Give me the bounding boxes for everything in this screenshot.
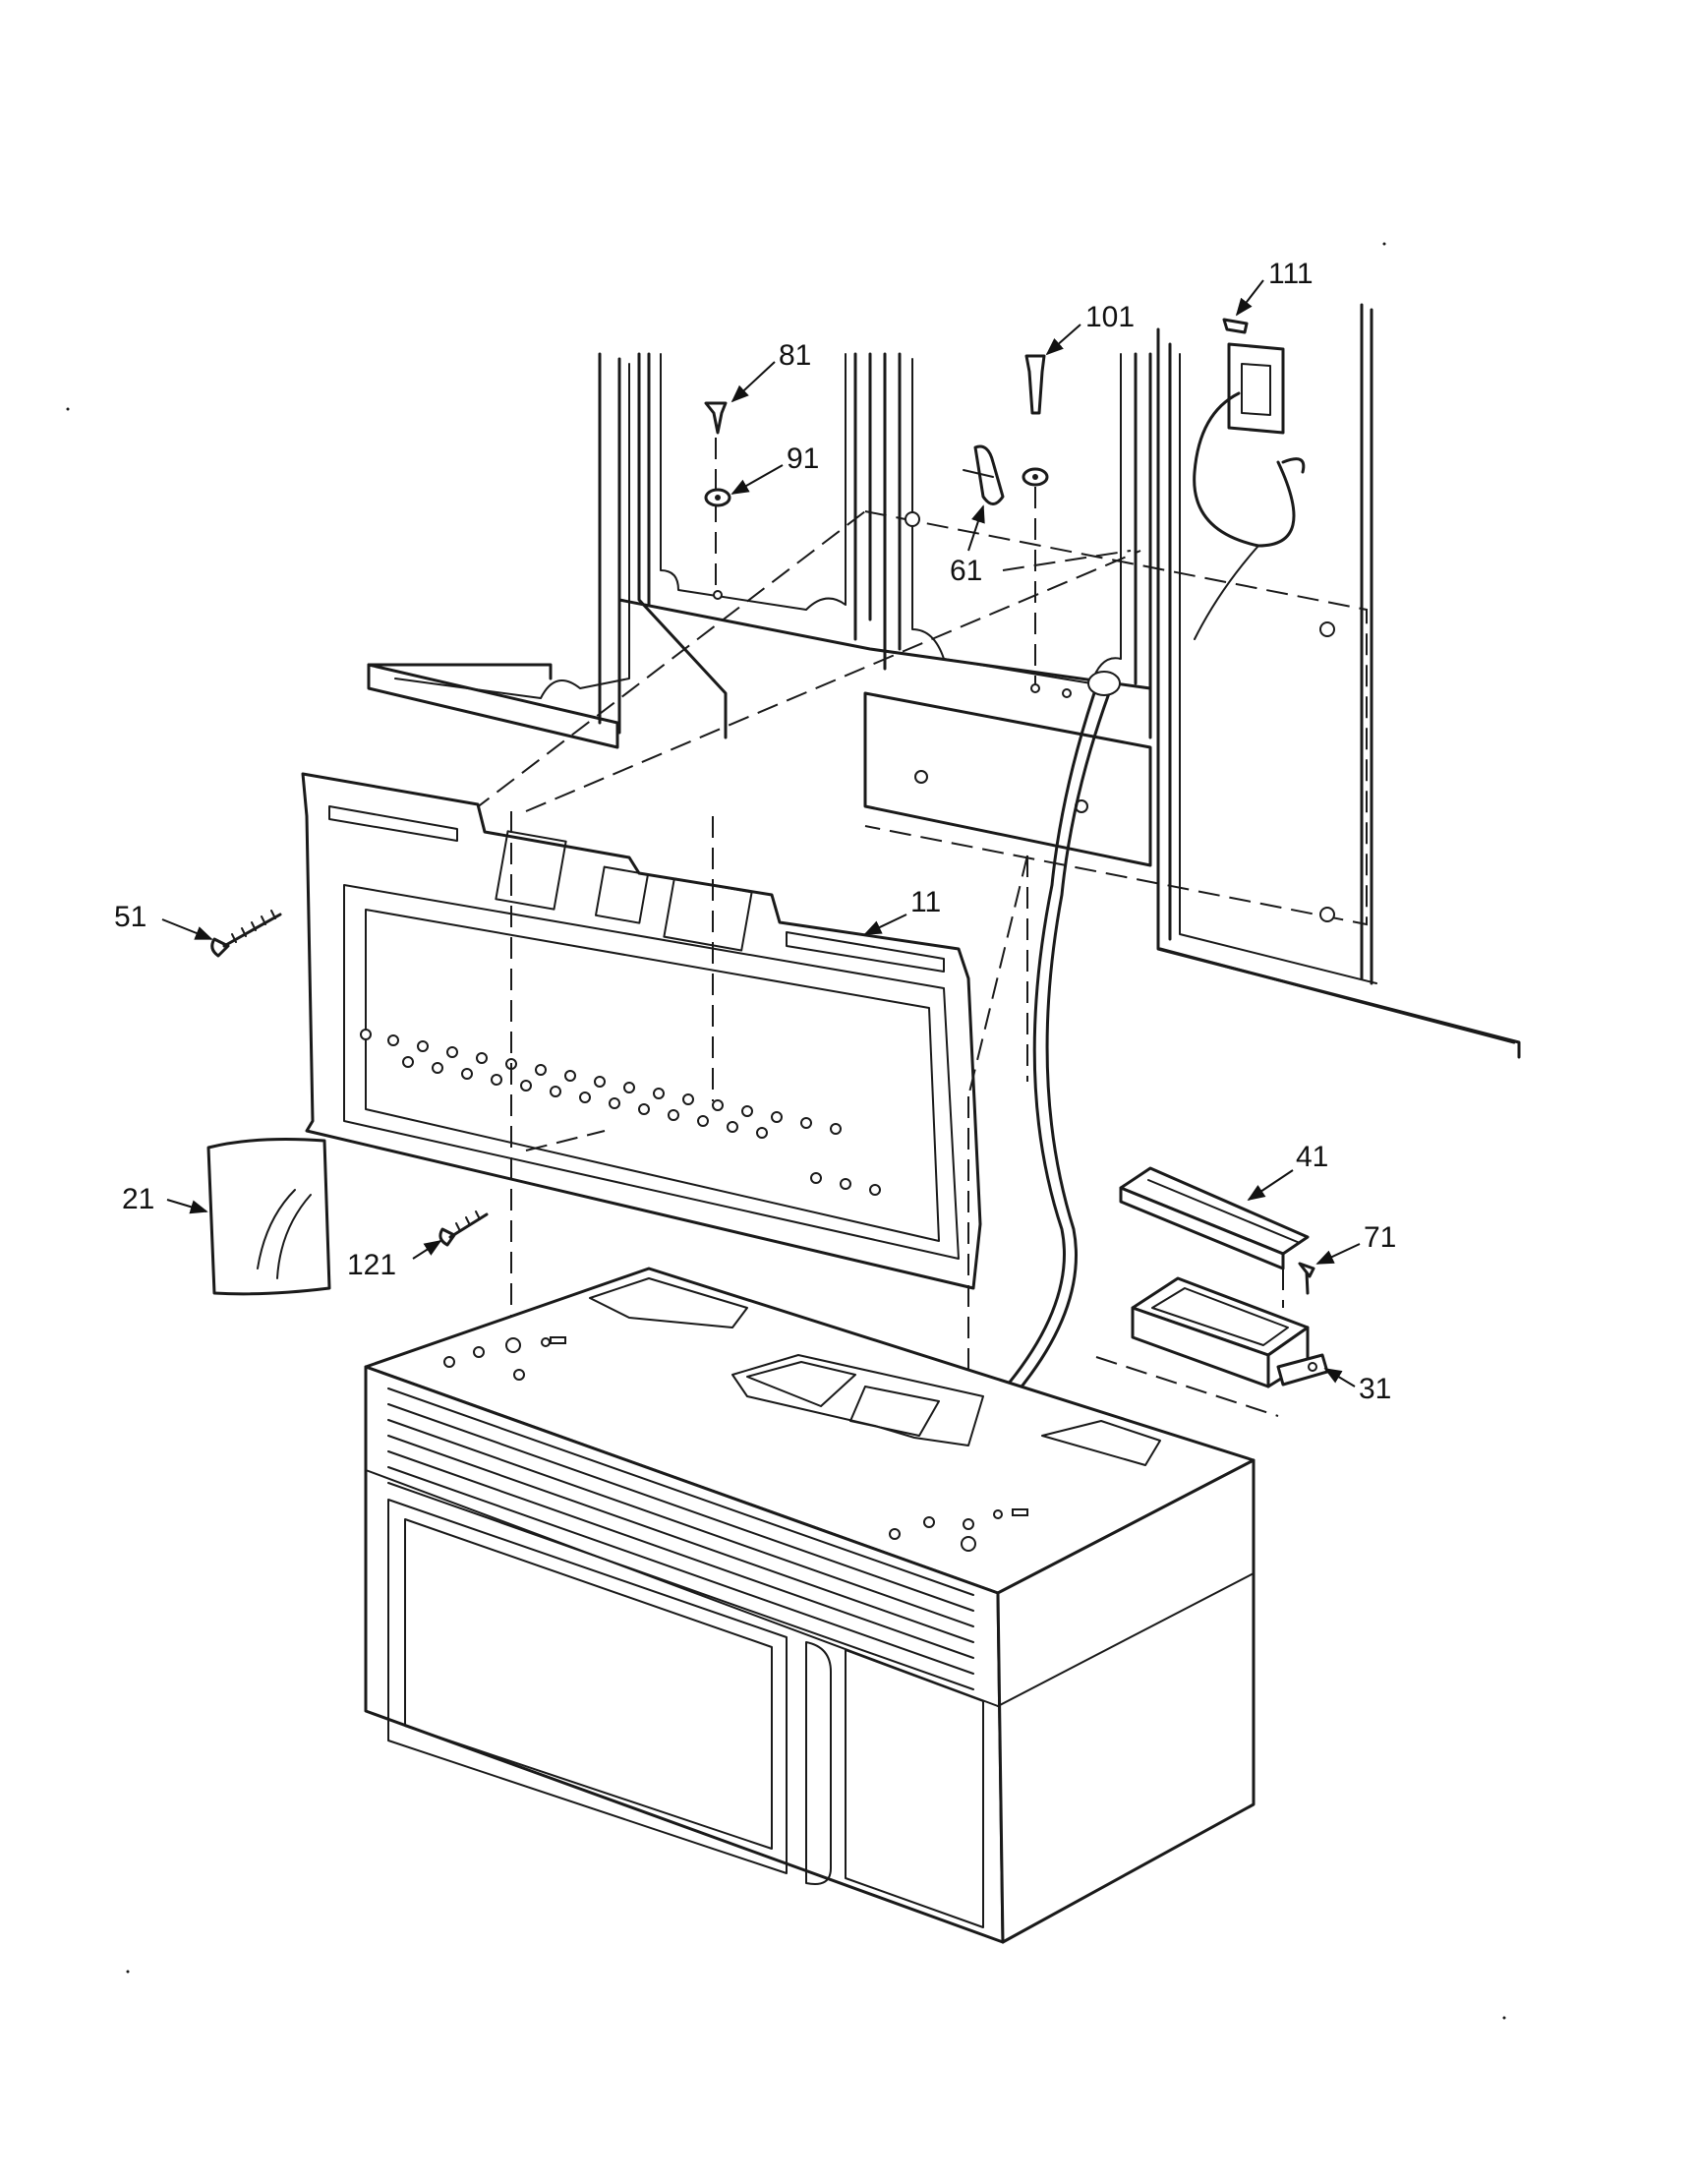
callout-101: 101: [1045, 301, 1135, 356]
wall-outlet-and-power-cord: [942, 342, 1306, 1457]
microwave-oven: [364, 1267, 1256, 1944]
screw-101: [1022, 354, 1049, 688]
bracket-31: [1095, 1276, 1329, 1417]
svg-text:101: 101: [1085, 301, 1135, 333]
callout-labels: 111 101 81 91 61 11 51 21: [114, 258, 1396, 1405]
screw-51: [210, 910, 282, 958]
screw-81: [704, 401, 728, 590]
svg-text:51: 51: [114, 901, 146, 933]
svg-text:61: 61: [950, 555, 982, 587]
svg-text:41: 41: [1296, 1141, 1328, 1173]
alignment-guide-lines: [510, 811, 1028, 1505]
callout-21: 21: [122, 1183, 208, 1215]
screw-121: [438, 1210, 489, 1247]
upper-cabinets: [367, 303, 1521, 1059]
svg-text:81: 81: [779, 339, 811, 372]
scan-specks: [66, 242, 1506, 2020]
callout-111: 111: [1235, 258, 1314, 317]
svg-text:111: 111: [1268, 258, 1314, 290]
microwave-vent-grille: [387, 1387, 974, 1690]
svg-text:31: 31: [1359, 1373, 1391, 1405]
svg-text:71: 71: [1364, 1221, 1396, 1254]
damper-part-41: [1119, 1166, 1310, 1308]
callout-81: 81: [730, 339, 811, 403]
washer-91: [704, 488, 731, 507]
mounting-plate: [301, 772, 982, 1290]
toggle-bolt-61: [963, 444, 1005, 505]
callout-91: 91: [730, 443, 819, 495]
callout-71: 71: [1315, 1221, 1396, 1265]
plate-hole-grid: [360, 1029, 881, 1196]
callout-121: 121: [347, 1240, 442, 1281]
svg-text:91: 91: [787, 443, 819, 475]
microwave-top-holes: [443, 1336, 1028, 1552]
svg-text:21: 21: [122, 1183, 154, 1215]
callout-11: 11: [863, 886, 941, 935]
template-paper-21: [206, 1138, 331, 1296]
cabinet-holes: [713, 590, 1072, 698]
callout-41: 41: [1247, 1141, 1328, 1201]
svg-text:121: 121: [347, 1249, 396, 1281]
svg-text:11: 11: [910, 886, 941, 918]
callout-51: 51: [114, 901, 213, 940]
screw-111: [1222, 318, 1249, 334]
callout-31: 31: [1323, 1368, 1391, 1405]
callout-61: 61: [950, 504, 985, 587]
screw-71: [1298, 1262, 1315, 1295]
